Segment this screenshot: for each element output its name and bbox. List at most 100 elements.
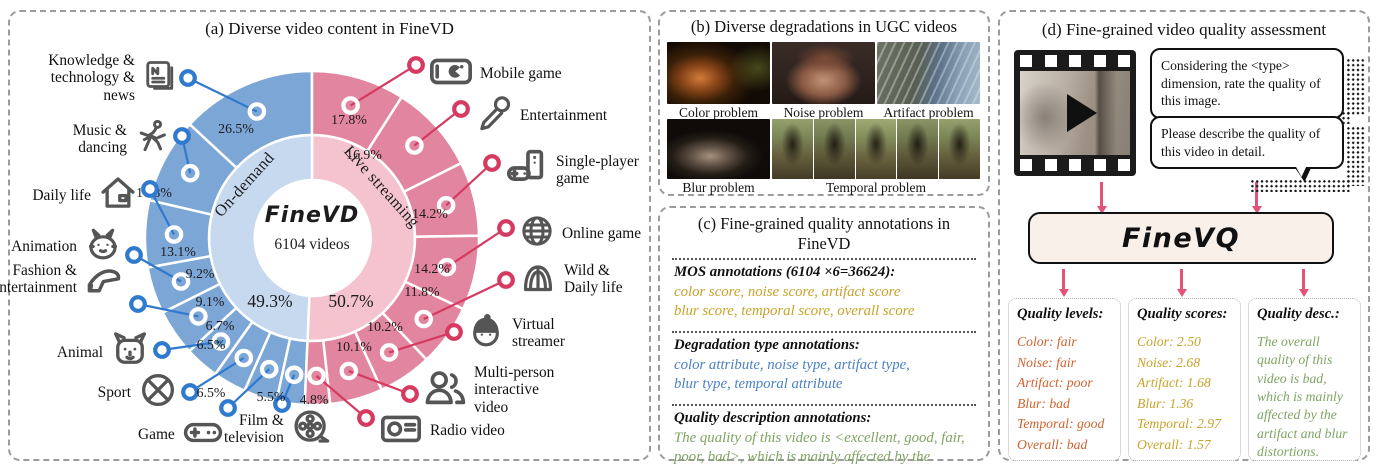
percent-label-virtual: 10.2% bbox=[367, 319, 403, 334]
ring-dot bbox=[211, 332, 231, 351]
percent-label-entertainment: 16.9% bbox=[346, 147, 382, 162]
ring-dot bbox=[436, 196, 456, 215]
video-frame bbox=[855, 119, 897, 179]
quality-desc-box: Quality desc.: The overall quality of th… bbox=[1248, 298, 1361, 461]
legend-label-game: Game bbox=[138, 425, 175, 443]
donut-segment-game bbox=[242, 330, 292, 403]
legend-dot bbox=[273, 395, 291, 413]
legend-music: Music & dancing bbox=[73, 118, 171, 160]
connector-line bbox=[315, 375, 367, 419]
legend-label-sport: Sport bbox=[97, 383, 131, 401]
legend-animation: Animation bbox=[11, 224, 123, 268]
console-icon bbox=[504, 145, 550, 195]
mobile-phone-icon bbox=[428, 48, 474, 98]
color-problem-label: Color problem bbox=[678, 105, 759, 120]
donut-segment-animation bbox=[146, 254, 222, 315]
degradation-type-heading: Degradation type annotations: bbox=[674, 336, 860, 353]
connector-line bbox=[446, 227, 507, 269]
donut-segment-film bbox=[274, 337, 309, 407]
panel-video-content: (a) Diverse video content in FineVD 26.5… bbox=[0, 10, 651, 461]
legend-entertainment: Entertainment bbox=[474, 93, 607, 137]
donut-segment-animal bbox=[187, 306, 255, 376]
percent-label-multi: 10.1% bbox=[336, 339, 372, 354]
legend-online: Online game bbox=[518, 212, 641, 254]
percent-label-game: 6.5% bbox=[197, 385, 226, 400]
finevq-model-box: FineVQ bbox=[1028, 212, 1334, 264]
ring-dot bbox=[339, 361, 359, 381]
legend-dot bbox=[173, 127, 191, 145]
donut-center-title: FineVD bbox=[265, 203, 359, 228]
connector-line bbox=[227, 368, 270, 409]
ring-dot bbox=[247, 102, 267, 121]
percent-label-single: 14.2% bbox=[412, 206, 448, 221]
legend-dot bbox=[181, 383, 199, 401]
legend-dot bbox=[445, 323, 463, 341]
donut-hole bbox=[255, 181, 369, 295]
mos-annotations-heading: MOS annotations (6104 ×6=36624): bbox=[674, 264, 896, 280]
legend-dot bbox=[357, 409, 375, 427]
legend-fashion: Fashion & entertainment bbox=[0, 255, 127, 303]
tent-icon bbox=[518, 257, 558, 301]
degradation-type-section: Degradation type annotations: color attr… bbox=[672, 330, 976, 400]
video-frame bbox=[939, 119, 980, 179]
legend-radio: Radio video bbox=[378, 405, 505, 455]
legend-label-film: Film & television bbox=[224, 411, 284, 447]
video-frame bbox=[897, 119, 939, 179]
donut-segment-music bbox=[147, 122, 239, 217]
video-content-donut-chart: 26.5%16.8%13.1%9.2%9.1%6.7%6.5%6.5%5.5%1… bbox=[125, 56, 515, 427]
panel-d-title: (d) Fine-grained video quality assessmen… bbox=[1041, 20, 1327, 39]
prompt-bubble-rate: Considering the <type> dimension, rate t… bbox=[1150, 48, 1344, 120]
ring-dot bbox=[284, 365, 304, 385]
ring-dot bbox=[405, 136, 424, 155]
quality-description-heading: Quality description annotations: bbox=[674, 409, 872, 426]
high-heel-icon bbox=[83, 255, 127, 303]
legend-mobile: Mobile game bbox=[428, 48, 562, 98]
legend-dot bbox=[401, 385, 419, 403]
connector-line bbox=[445, 162, 493, 207]
legend-virtual: Virtual streamer bbox=[466, 311, 565, 355]
ring-dot bbox=[189, 307, 208, 326]
legend-label-online: Online game bbox=[562, 224, 642, 242]
legend-game: Game bbox=[138, 410, 225, 458]
legend-dot bbox=[407, 56, 425, 74]
noise-problem-image bbox=[772, 42, 875, 104]
legend-label-music: Music & dancing bbox=[72, 121, 127, 157]
noise-problem-label: Noise problem bbox=[783, 105, 864, 120]
percent-label-wild: 11.8% bbox=[404, 284, 440, 299]
legend-sport: Sport bbox=[98, 369, 179, 415]
quality-scores-heading: Quality scores: bbox=[1137, 306, 1228, 322]
panel-quality-assessment: (d) Fine-grained video quality assessmen… bbox=[998, 10, 1370, 461]
legend-dot bbox=[153, 341, 171, 359]
legend-film: Film & television bbox=[224, 406, 332, 452]
donut-segment-sport bbox=[213, 320, 273, 393]
panel-quality-annotations: (c) Fine-grained quality annotations in … bbox=[658, 206, 990, 465]
ring-dot bbox=[234, 348, 254, 368]
video-frame bbox=[772, 119, 813, 179]
legend-label-knowledge: Knowledge & technology & news bbox=[48, 52, 135, 104]
connector-line bbox=[137, 302, 199, 318]
degradation-type-body: color attribute, noise type, artifact ty… bbox=[674, 356, 910, 392]
ring-dot bbox=[171, 272, 191, 291]
legend-label-daily: Daily life bbox=[32, 186, 91, 204]
temporal-problem-label: Temporal problem bbox=[826, 180, 926, 195]
video-frame bbox=[813, 119, 855, 179]
dog-icon bbox=[109, 329, 151, 375]
percent-label-online: 14.2% bbox=[414, 261, 450, 276]
panel-a-title: (a) Diverse video content in FineVD bbox=[205, 19, 454, 38]
ring-dot bbox=[414, 309, 433, 329]
ring-dot bbox=[307, 366, 326, 386]
connector-line bbox=[348, 369, 411, 396]
donut-segment-daily bbox=[143, 198, 214, 270]
arrow-down-icon bbox=[1100, 182, 1103, 206]
percent-label-animal: 6.7% bbox=[206, 318, 235, 333]
color-problem-image bbox=[667, 42, 770, 104]
legend-single: Single-player game bbox=[504, 145, 639, 195]
percent-label-radio: 4.8% bbox=[300, 392, 329, 407]
ring-dot bbox=[180, 163, 200, 183]
legend-label-single: Single-player game bbox=[556, 152, 639, 188]
panel-c-title: (c) Fine-grained quality annotations in … bbox=[697, 214, 951, 253]
donut-segment-radio bbox=[303, 339, 332, 407]
